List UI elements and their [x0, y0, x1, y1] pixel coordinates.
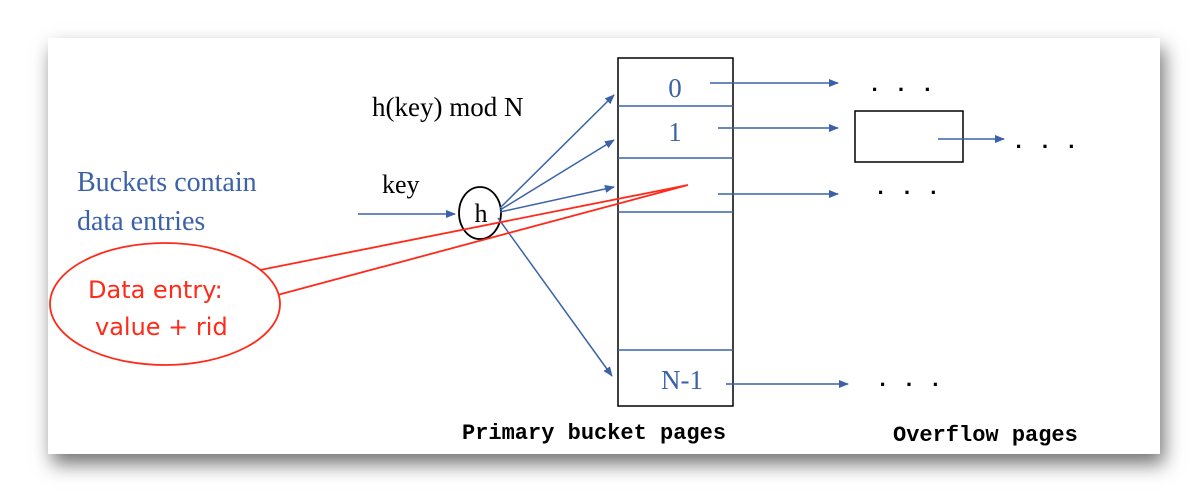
overflow-page — [854, 110, 964, 163]
hash-function-symbol: h — [475, 199, 488, 228]
bucket-label-0: 0 — [668, 73, 682, 103]
ellipsis-bucket-0: . . . — [868, 73, 934, 98]
hash-arrow-bucket-0 — [499, 94, 615, 209]
primary-bucket-caption: Primary bucket pages — [462, 421, 726, 446]
primary-bucket-column — [617, 57, 734, 407]
key-label: key — [382, 170, 420, 199]
callout-line2: value + rid — [95, 313, 228, 341]
buckets-note-line2: data entries — [77, 206, 205, 237]
ellipsis-bucket-n-1: . . . — [876, 368, 942, 393]
callout-line1: Data entry: — [88, 276, 223, 304]
bucket-label-n-1: N-1 — [661, 365, 703, 395]
ellipsis-overflow: . . . — [1012, 130, 1078, 155]
data-entry-callout — [49, 242, 281, 366]
ellipsis-bucket-2: . . . — [874, 176, 940, 201]
hash-arrow-bucket-1 — [499, 139, 615, 211]
slide-frame — [48, 38, 1160, 454]
bucket-label-1: 1 — [668, 117, 682, 147]
hash-function-node — [458, 186, 502, 240]
callout-pointer — [254, 184, 689, 298]
hash-arrow-bucket-n-1 — [497, 217, 613, 377]
hash-arrow-bucket-2 — [499, 185, 615, 213]
hash-formula-label: h(key) mod N — [372, 92, 523, 122]
buckets-note-line1: Buckets contain — [77, 167, 257, 198]
overflow-pages-caption: Overflow pages — [893, 423, 1078, 448]
